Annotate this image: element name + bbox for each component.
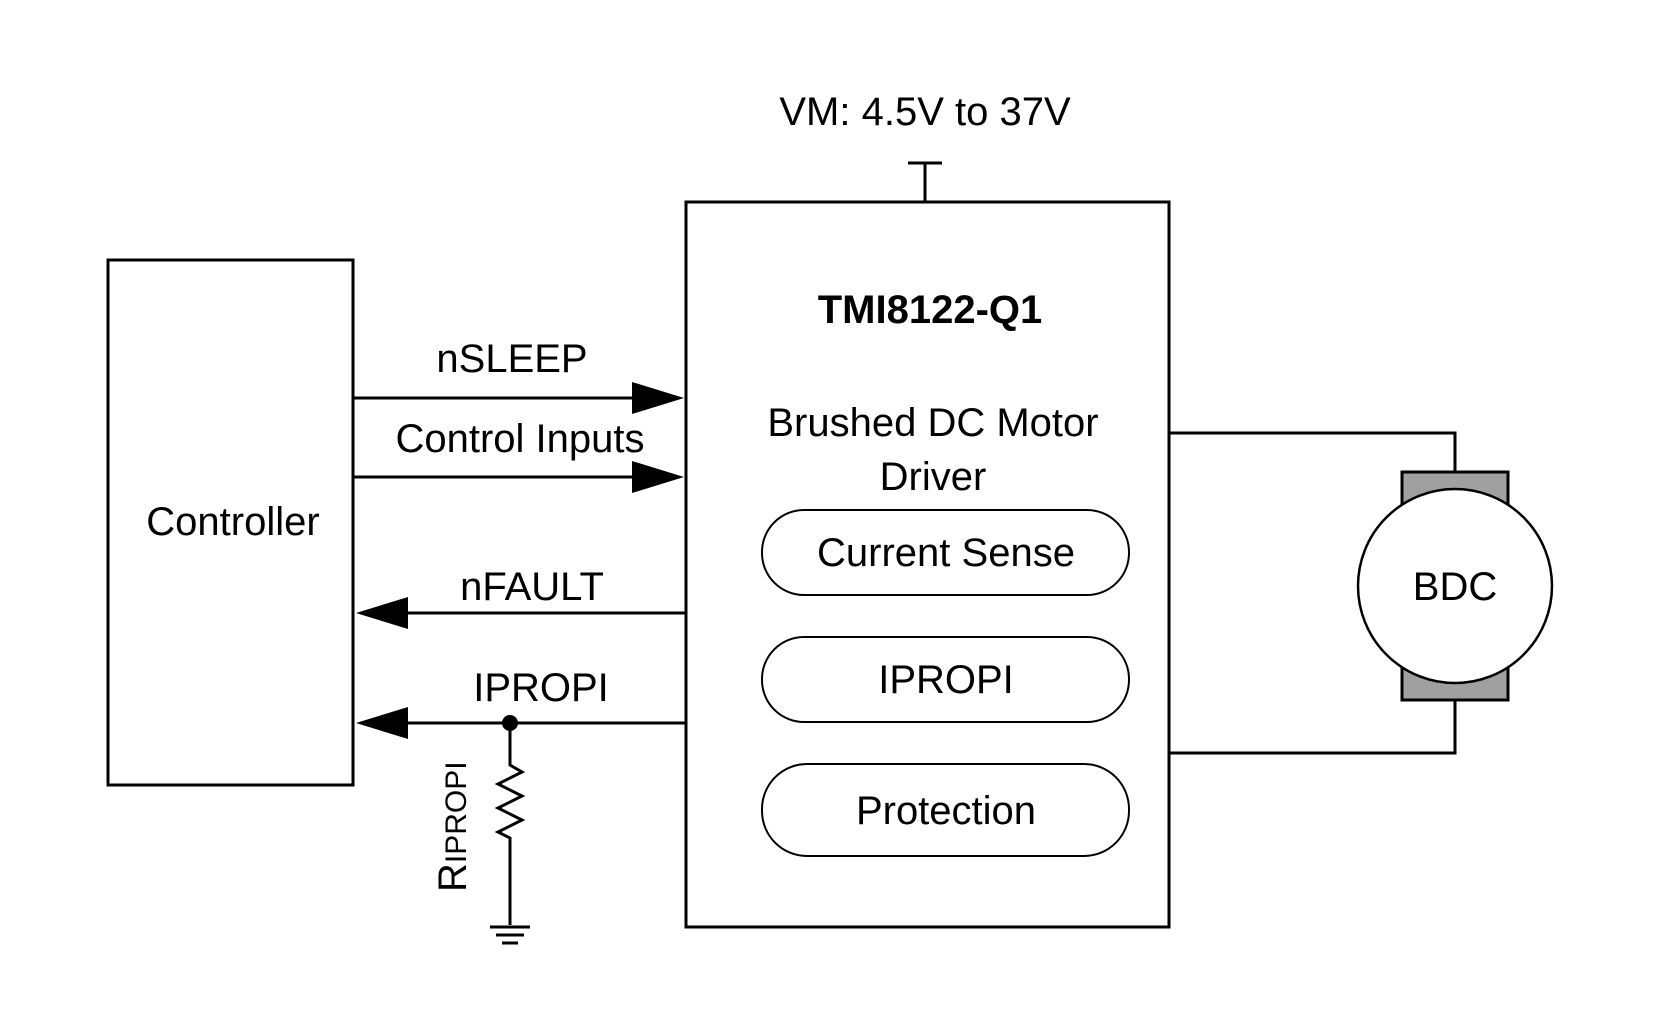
ipropi-block: IPROPI: [761, 636, 1130, 723]
resistor-icon: [494, 723, 526, 925]
motor-wire-top: [1169, 431, 1457, 472]
nfault-label: nFAULT: [460, 565, 604, 609]
bdc-motor: BDC: [1356, 470, 1554, 702]
controller-label: Controller: [146, 500, 319, 544]
driver-description-line1: Brushed DC Motor: [767, 401, 1098, 445]
motor-body-icon: [1356, 487, 1554, 685]
controller-block: Controller: [106, 258, 355, 787]
nfault-signal: nFAULT: [356, 565, 686, 629]
ipropi-block-label: IPROPI: [878, 658, 1014, 702]
arrow-left-icon: [356, 707, 408, 739]
supply-label: VM: 4.5V to 37V: [779, 90, 1071, 134]
protection-label: Protection: [856, 789, 1036, 833]
resistor-label-sub: IPROPI: [440, 761, 473, 863]
nsleep-signal: nSLEEP: [353, 337, 684, 414]
motor-wire-bottom: [1169, 700, 1457, 755]
driver-description-line2: Driver: [880, 455, 987, 499]
ipropi-label: IPROPI: [473, 666, 609, 710]
driver-part-number: TMI8122-Q1: [818, 288, 1043, 332]
protection-block: Protection: [761, 763, 1130, 857]
current-sense-block: Current Sense: [761, 509, 1130, 596]
arrow-left-icon: [356, 597, 408, 629]
driver-block: TMI8122-Q1 Brushed DC Motor Driver Curre…: [684, 200, 1171, 929]
arrow-right-icon: [632, 461, 684, 493]
ground-icon: [490, 925, 530, 945]
ipropi-signal: IPROPI: [356, 666, 686, 739]
control-inputs-label: Control Inputs: [395, 417, 644, 461]
nsleep-label: nSLEEP: [436, 337, 587, 381]
resistor-ipropi: RIPROPI: [431, 723, 526, 925]
motor-label: BDC: [1413, 565, 1497, 609]
arrow-right-icon: [632, 382, 684, 414]
resistor-label: RIPROPI: [431, 761, 475, 892]
resistor-label-main: R: [431, 863, 475, 892]
control-inputs-signal: Control Inputs: [353, 417, 684, 493]
supply-terminal-icon: [908, 161, 942, 202]
current-sense-label: Current Sense: [817, 531, 1075, 575]
